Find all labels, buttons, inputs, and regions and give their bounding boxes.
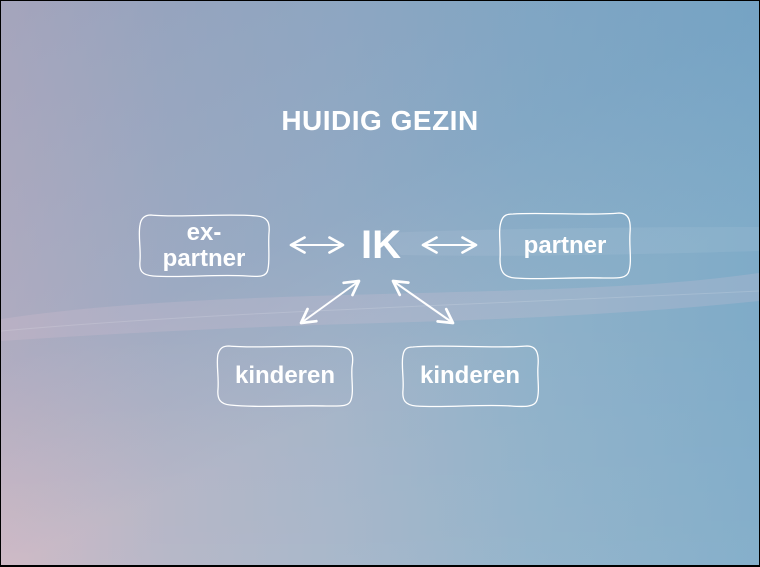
kinderen-right-label: kinderen [419,361,521,389]
kinderen-left-outline [216,345,354,408]
node-kinderen-left: kinderen [214,343,356,409]
kinderen-left-label: kinderen [234,361,336,389]
node-kinderen-right: kinderen [399,343,541,409]
center-node-ik: IK [361,223,401,267]
kinderen-right-outline [401,345,540,408]
arrow-ik-kinderen-left [299,279,361,325]
node-ex-partner: ex- partner [137,213,271,279]
ex-partner-outline [138,214,270,278]
node-partner: partner [497,211,633,281]
ex-partner-label: ex- partner [162,218,246,272]
diagram-title: HUIDIG GEZIN [281,105,479,136]
partner-outline [498,212,632,280]
arrow-ik-kinderen-right [391,279,455,325]
partner-label: partner [523,231,607,259]
